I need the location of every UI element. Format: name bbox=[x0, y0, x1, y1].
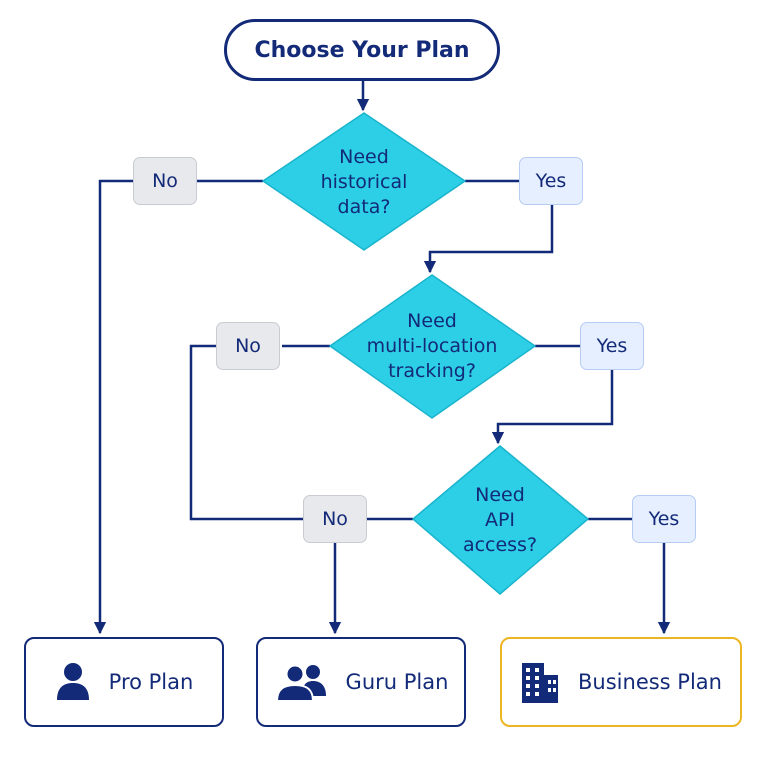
d1-yes-label: Yes bbox=[519, 157, 583, 205]
arrow-d1-no-to-pro bbox=[93, 179, 133, 635]
decision-diamond-1 bbox=[261, 112, 467, 251]
business-plan-label: Business Plan bbox=[578, 670, 722, 694]
arrow-d2-yes-to-d3 bbox=[491, 370, 614, 445]
decision-2-line-2: multi-location bbox=[366, 334, 498, 357]
d1-no-label: No bbox=[133, 157, 197, 205]
decision-text-1: Need historical data? bbox=[304, 142, 424, 222]
arrow-d1-yes-to-d2 bbox=[423, 205, 554, 274]
guru-plan-label: Guru Plan bbox=[345, 670, 449, 694]
decision-diamond-2 bbox=[328, 274, 537, 419]
d3-no-label: No bbox=[303, 495, 367, 543]
d2-yes-label: Yes bbox=[580, 322, 644, 370]
start-node: Choose Your Plan bbox=[224, 19, 500, 81]
group-icon bbox=[274, 662, 328, 702]
decision-text-3: Need API access? bbox=[450, 480, 550, 560]
decision-3-line-2: API bbox=[484, 508, 516, 531]
decision-3-line-3: access? bbox=[462, 533, 538, 556]
d2-no-label: No bbox=[216, 322, 280, 370]
decision-2-line-3: tracking? bbox=[388, 359, 476, 382]
decision-1-line-2: historical bbox=[320, 170, 408, 193]
d3-yes-label: Yes bbox=[632, 495, 696, 543]
person-icon bbox=[55, 662, 91, 702]
decision-diamond-3 bbox=[411, 445, 590, 595]
line-d2-no-to-d3-no bbox=[189, 344, 303, 521]
decision-3-line-1: Need bbox=[475, 483, 525, 506]
guru-plan-card: Guru Plan bbox=[256, 637, 466, 727]
pro-plan-label: Pro Plan bbox=[108, 670, 194, 694]
decision-text-2: Need multi-location tracking? bbox=[362, 306, 502, 386]
pro-plan-card: Pro Plan bbox=[24, 637, 224, 727]
building-icon bbox=[520, 659, 560, 705]
decision-1-line-3: data? bbox=[337, 195, 391, 218]
decision-1-line-1: Need bbox=[339, 145, 389, 168]
decision-2-line-1: Need bbox=[407, 309, 457, 332]
business-plan-card: Business Plan bbox=[500, 637, 742, 727]
